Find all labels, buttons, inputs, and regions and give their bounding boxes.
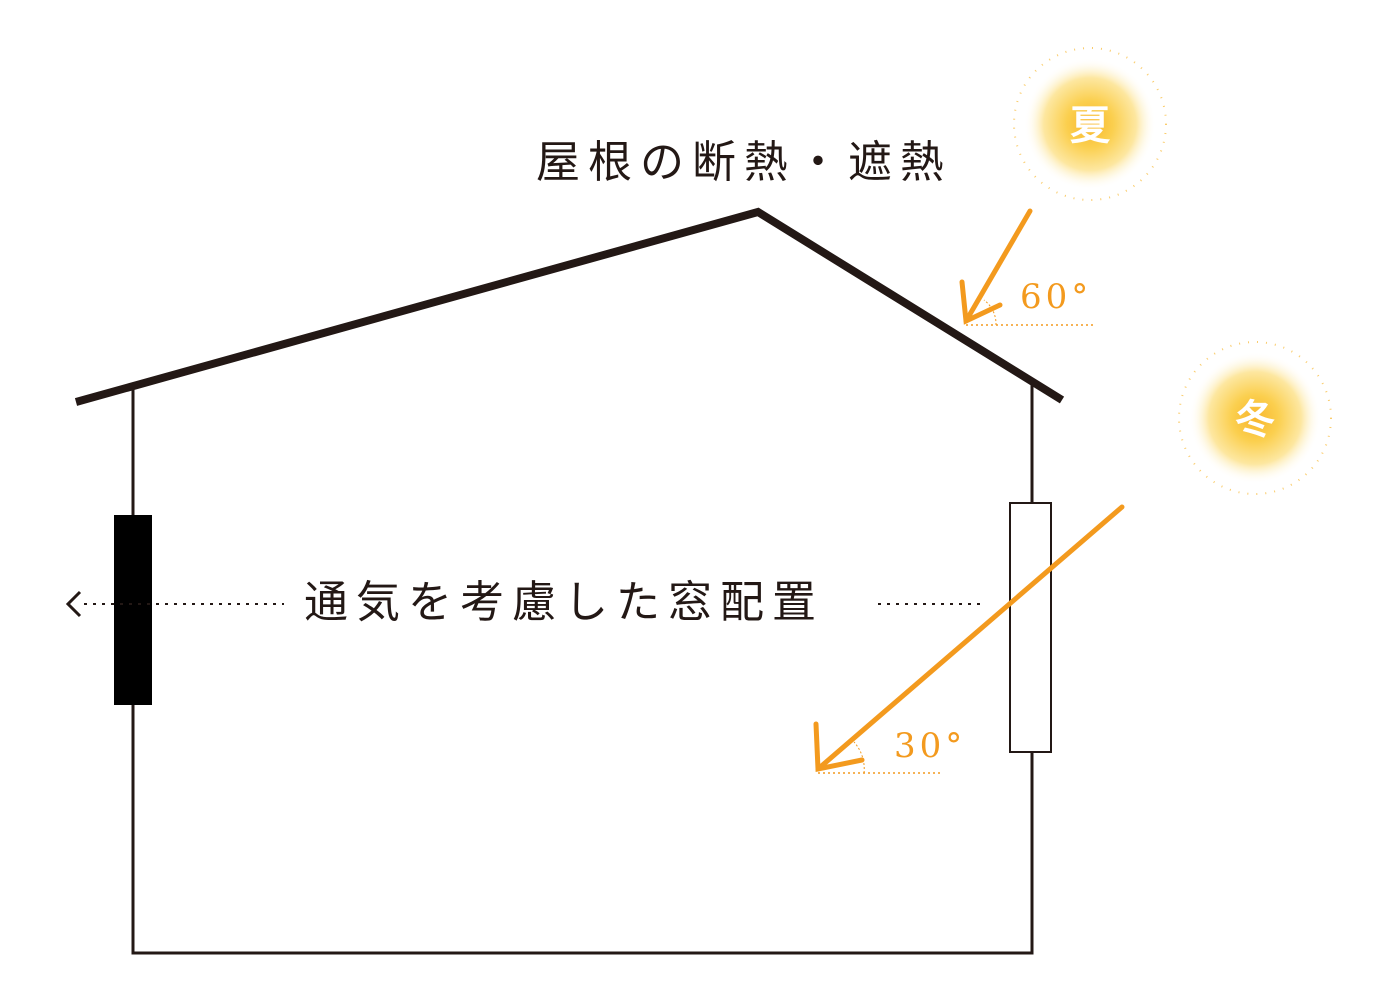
- winter-sun-icon: 冬: [1178, 341, 1332, 495]
- right-window: [1009, 502, 1052, 753]
- left-window: [114, 515, 152, 705]
- winter-label: 冬: [1235, 397, 1275, 443]
- summer-label: 夏: [1070, 103, 1111, 149]
- winter-angle-arc: [853, 741, 865, 774]
- summer-sun-icon: 夏: [1013, 47, 1167, 201]
- summer-angle-label: 60°: [1020, 277, 1092, 317]
- roof-line: [74, 207, 1065, 406]
- ventilation-arrow-icon: [65, 590, 82, 618]
- ventilation-label: 通気を考慮した窓配置: [304, 577, 824, 628]
- winter-sun-ray: [813, 504, 1125, 773]
- winter-angle-label: 30°: [894, 726, 966, 766]
- house-walls: [131, 384, 1034, 955]
- summer-sun-ray: [959, 208, 1033, 325]
- roof-insulation-label: 屋根の断熱・遮熱: [536, 137, 952, 188]
